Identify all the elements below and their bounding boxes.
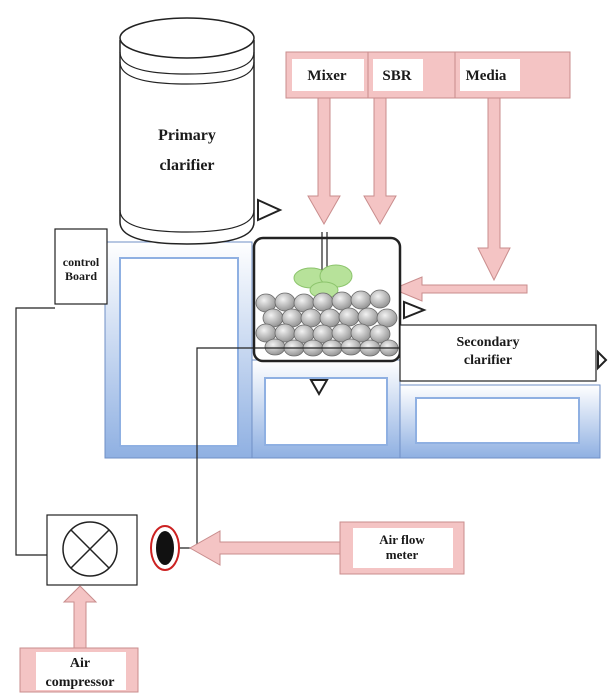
- air-flow-meter: Air flow meter: [188, 521, 465, 575]
- media-label: Media: [466, 68, 507, 84]
- outlet-triangle-icon: [257, 198, 283, 222]
- sbr-arrow: [363, 97, 397, 226]
- sbr-reactor: [252, 232, 402, 363]
- media-feed-arrow: [391, 276, 528, 302]
- sbr-label: SBR: [382, 68, 411, 84]
- flow-meter-icon: [150, 525, 180, 571]
- control-board-label-line1: control: [63, 255, 100, 269]
- biomass-floc: [293, 264, 353, 299]
- input-arrows: [307, 97, 528, 302]
- air-compressor-label-line2: compressor: [46, 675, 115, 690]
- air-flow-meter-label-line1: Air flow: [379, 532, 425, 547]
- control-board-label-line2: Board: [65, 269, 97, 283]
- primary-clarifier-label-line1: Primary: [158, 127, 216, 144]
- primary-clarifier-label-line2: clarifier: [159, 157, 214, 174]
- outlet-triangle-icon: [597, 349, 608, 371]
- air-compressor-arrow: [62, 585, 98, 649]
- air-flow-meter-label-line2: meter: [386, 547, 419, 562]
- mixer-arrow: [307, 97, 341, 226]
- secondary-clarifier-label-line1: Secondary: [457, 335, 520, 350]
- air-compressor: Air compressor: [19, 585, 139, 693]
- air-compressor-label-line1: Air: [70, 656, 90, 671]
- secondary-clarifier-label-line2: clarifier: [464, 353, 512, 368]
- mixer-label: Mixer: [307, 68, 346, 84]
- valve: [46, 514, 138, 586]
- control-board: control Board: [54, 228, 108, 305]
- media-arrow: [477, 97, 511, 282]
- connection-lines: [15, 307, 400, 556]
- outlet-triangle-icon: [309, 379, 329, 397]
- input-boxes: Mixer SBR Media: [285, 51, 571, 99]
- outlet-triangle-icon: [403, 300, 427, 320]
- treatment-tank-body: [104, 241, 601, 459]
- air-flow-arrow: [188, 530, 341, 566]
- secondary-clarifier: Secondary clarifier: [399, 324, 597, 382]
- primary-clarifier: Primary clarifier: [119, 17, 255, 245]
